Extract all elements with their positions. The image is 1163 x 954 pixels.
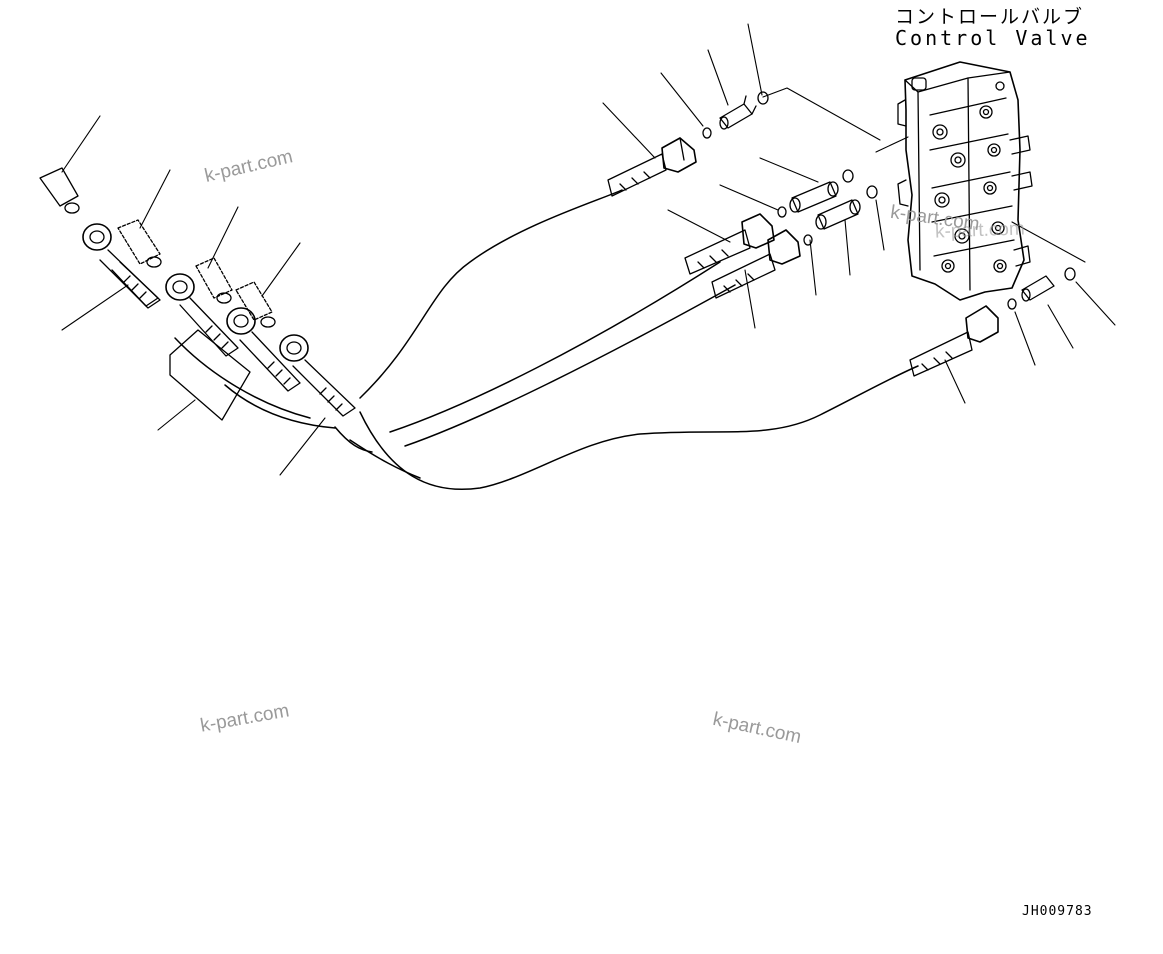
group-bracket xyxy=(170,330,250,420)
drawing-code: JH009783 xyxy=(1022,904,1093,919)
hose-end-top xyxy=(608,138,696,196)
adapter-lower xyxy=(1022,276,1054,301)
hose-lines xyxy=(175,190,918,489)
sleeve-fittings xyxy=(790,182,860,229)
left-hose-4 xyxy=(280,335,355,416)
left-hose-3 xyxy=(227,308,300,391)
diagram-title-japanese: コントロールバルブ xyxy=(895,6,1085,28)
leader-lines xyxy=(62,24,1115,475)
left-plug-fittings xyxy=(40,168,275,327)
o-rings xyxy=(703,92,1075,309)
hose-end-bottom xyxy=(910,306,998,376)
hose-end-middle-1 xyxy=(685,214,774,274)
control-valve-body xyxy=(898,62,1032,300)
diagram-title-english: Control Valve xyxy=(895,26,1091,50)
left-hose-2 xyxy=(166,274,238,356)
watermark: k-part.com xyxy=(934,218,1026,243)
left-hose-1 xyxy=(83,224,160,308)
hose-end-middle-2 xyxy=(712,230,800,298)
adapter-upper xyxy=(720,96,756,129)
